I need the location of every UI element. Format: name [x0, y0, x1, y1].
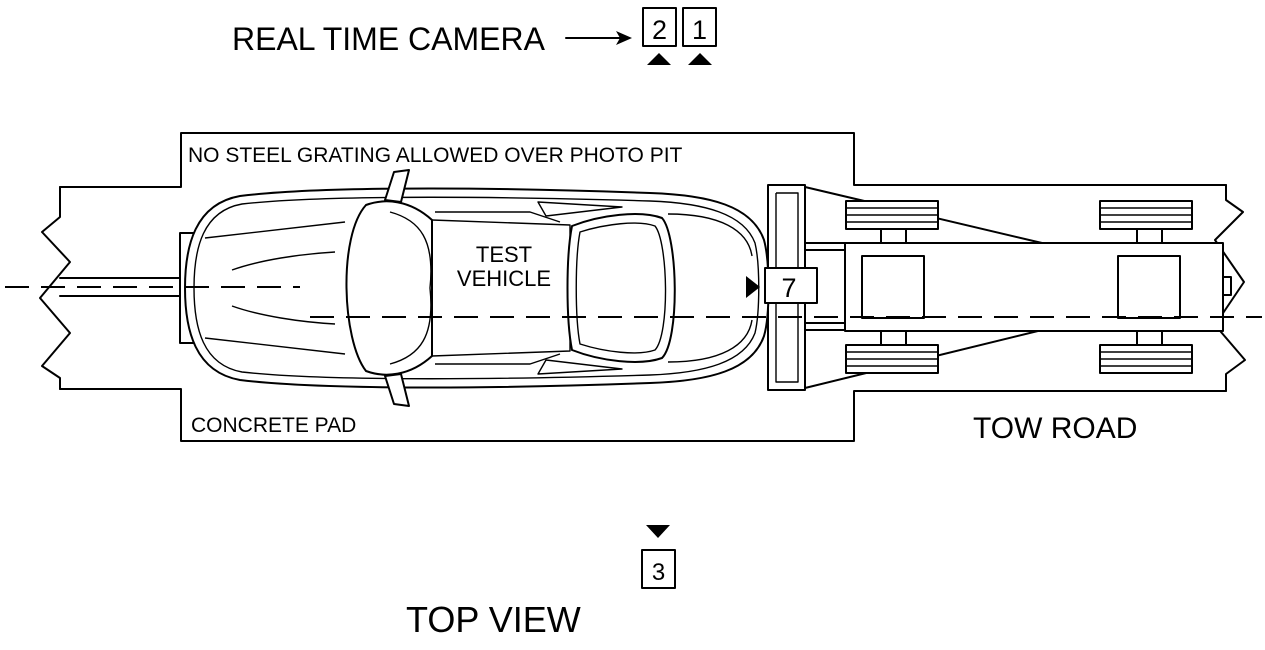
- tow-wheel-rear-bottom: [1099, 344, 1193, 374]
- test-vehicle-label-line2: VEHICLE: [457, 266, 551, 291]
- concrete-pad-outline: [39, 132, 1246, 442]
- concrete-pad-label: CONCRETE PAD: [191, 414, 356, 437]
- camera-arrow: [565, 31, 632, 45]
- left-tow-rail: [59, 277, 184, 297]
- camera-2-marker: 2: [642, 7, 677, 65]
- camera-3-id: 3: [652, 559, 665, 586]
- real-time-camera-label: REAL TIME CAMERA: [232, 21, 546, 57]
- camera-1-marker: 1: [682, 7, 717, 65]
- camera-1-id: 1: [692, 15, 707, 45]
- view-title: TOP VIEW: [406, 599, 581, 640]
- tow-wheel-front-bottom: [845, 344, 939, 374]
- camera-7-marker: 7: [746, 267, 818, 304]
- photo-pit-note: NO STEEL GRATING ALLOWED OVER PHOTO PIT: [188, 144, 683, 167]
- camera-2-id: 2: [652, 15, 667, 45]
- tow-wheel-front-top: [845, 200, 939, 230]
- camera-7-id: 7: [781, 273, 796, 303]
- test-vehicle-label-line1: TEST: [476, 242, 532, 267]
- tow-wheel-rear-top: [1099, 200, 1193, 230]
- test-vehicle: [179, 169, 770, 407]
- camera-3-marker: 3: [641, 525, 676, 589]
- tow-road-label: TOW ROAD: [973, 412, 1137, 445]
